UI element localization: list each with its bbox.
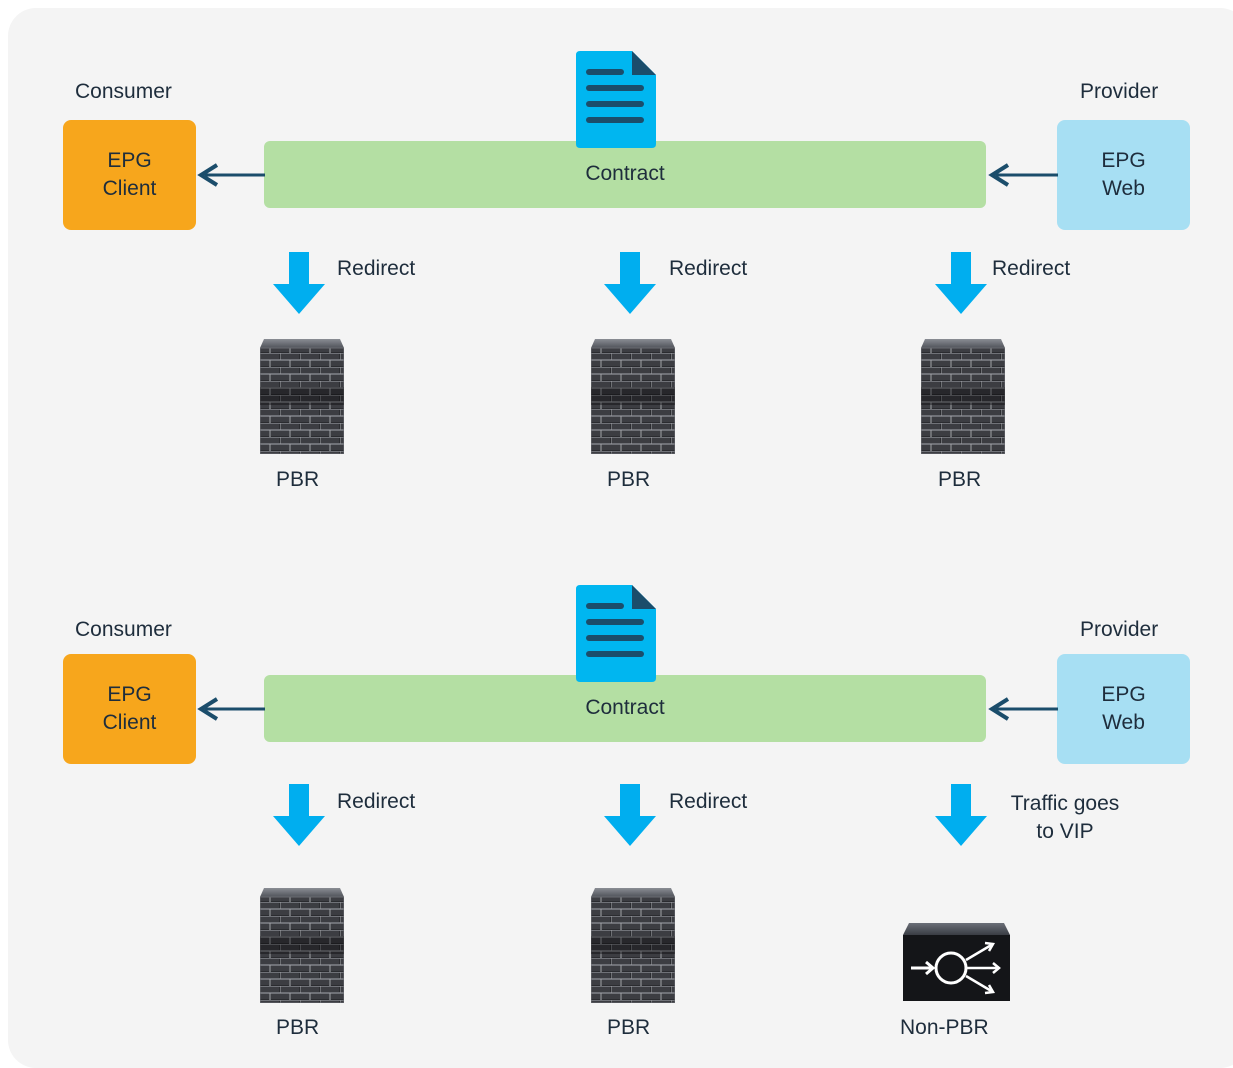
diagram-mixed-pbr: Consumer Provider EPG Client EPG Web Con…	[0, 534, 1233, 1039]
pbr-label: PBR	[607, 468, 651, 491]
contract-label: Contract	[585, 696, 665, 719]
epg-name: Web	[1102, 177, 1145, 200]
provider-label: Provider	[1080, 618, 1159, 641]
firewall-icon	[591, 888, 675, 1003]
pbr-label: PBR	[276, 468, 320, 491]
redirect-label: Redirect	[669, 790, 748, 813]
consumer-epg-box: EPG Client	[63, 654, 196, 764]
epg-label: EPG	[107, 683, 152, 706]
arrow-down-icon	[273, 784, 325, 846]
consumer-label: Consumer	[75, 618, 172, 641]
pbr-label: PBR	[938, 468, 982, 491]
traffic-vip-label: Traffic goes to VIP	[1010, 792, 1120, 843]
contract-bar: Contract	[264, 675, 986, 742]
provider-label: Provider	[1080, 80, 1159, 103]
arrow-down-icon	[604, 252, 656, 314]
contract-bar: Contract	[264, 141, 986, 208]
consumer-epg-box: EPG Client	[63, 120, 196, 230]
document-icon	[576, 585, 656, 682]
contract-label: Contract	[585, 162, 665, 185]
epg-name: Web	[1102, 711, 1145, 734]
firewall-icon	[921, 339, 1005, 454]
firewall-icon	[260, 888, 344, 1003]
arrow-down-icon	[273, 252, 325, 314]
arrow-left-icon	[988, 697, 1058, 721]
epg-name: Client	[102, 177, 157, 200]
firewall-icon	[591, 339, 675, 454]
epg-name: Client	[102, 711, 157, 734]
epg-label: EPG	[1101, 683, 1146, 706]
arrow-left-icon	[988, 163, 1058, 187]
pbr-label: PBR	[276, 1016, 320, 1039]
provider-epg-box: EPG Web	[1057, 120, 1190, 230]
redirect-label: Redirect	[992, 257, 1071, 280]
epg-label: EPG	[1101, 149, 1146, 172]
redirect-label: Redirect	[669, 257, 748, 280]
arrow-left-icon	[197, 697, 265, 721]
consumer-label: Consumer	[75, 80, 172, 103]
arrow-down-icon	[935, 252, 987, 314]
arrow-down-icon	[604, 784, 656, 846]
redirect-label: Redirect	[337, 257, 416, 280]
arrow-down-icon	[935, 784, 987, 846]
firewall-icon	[260, 339, 344, 454]
redirect-label: Redirect	[337, 790, 416, 813]
pbr-label: PBR	[607, 1016, 651, 1039]
provider-epg-box: EPG Web	[1057, 654, 1190, 764]
arrow-left-icon	[197, 163, 265, 187]
epg-label: EPG	[107, 149, 152, 172]
diagram-all-pbr: Consumer Provider EPG Client EPG Web Con…	[0, 0, 1233, 500]
load-balancer-icon	[903, 923, 1010, 1001]
document-icon	[576, 51, 656, 148]
non-pbr-label: Non-PBR	[900, 1016, 989, 1039]
